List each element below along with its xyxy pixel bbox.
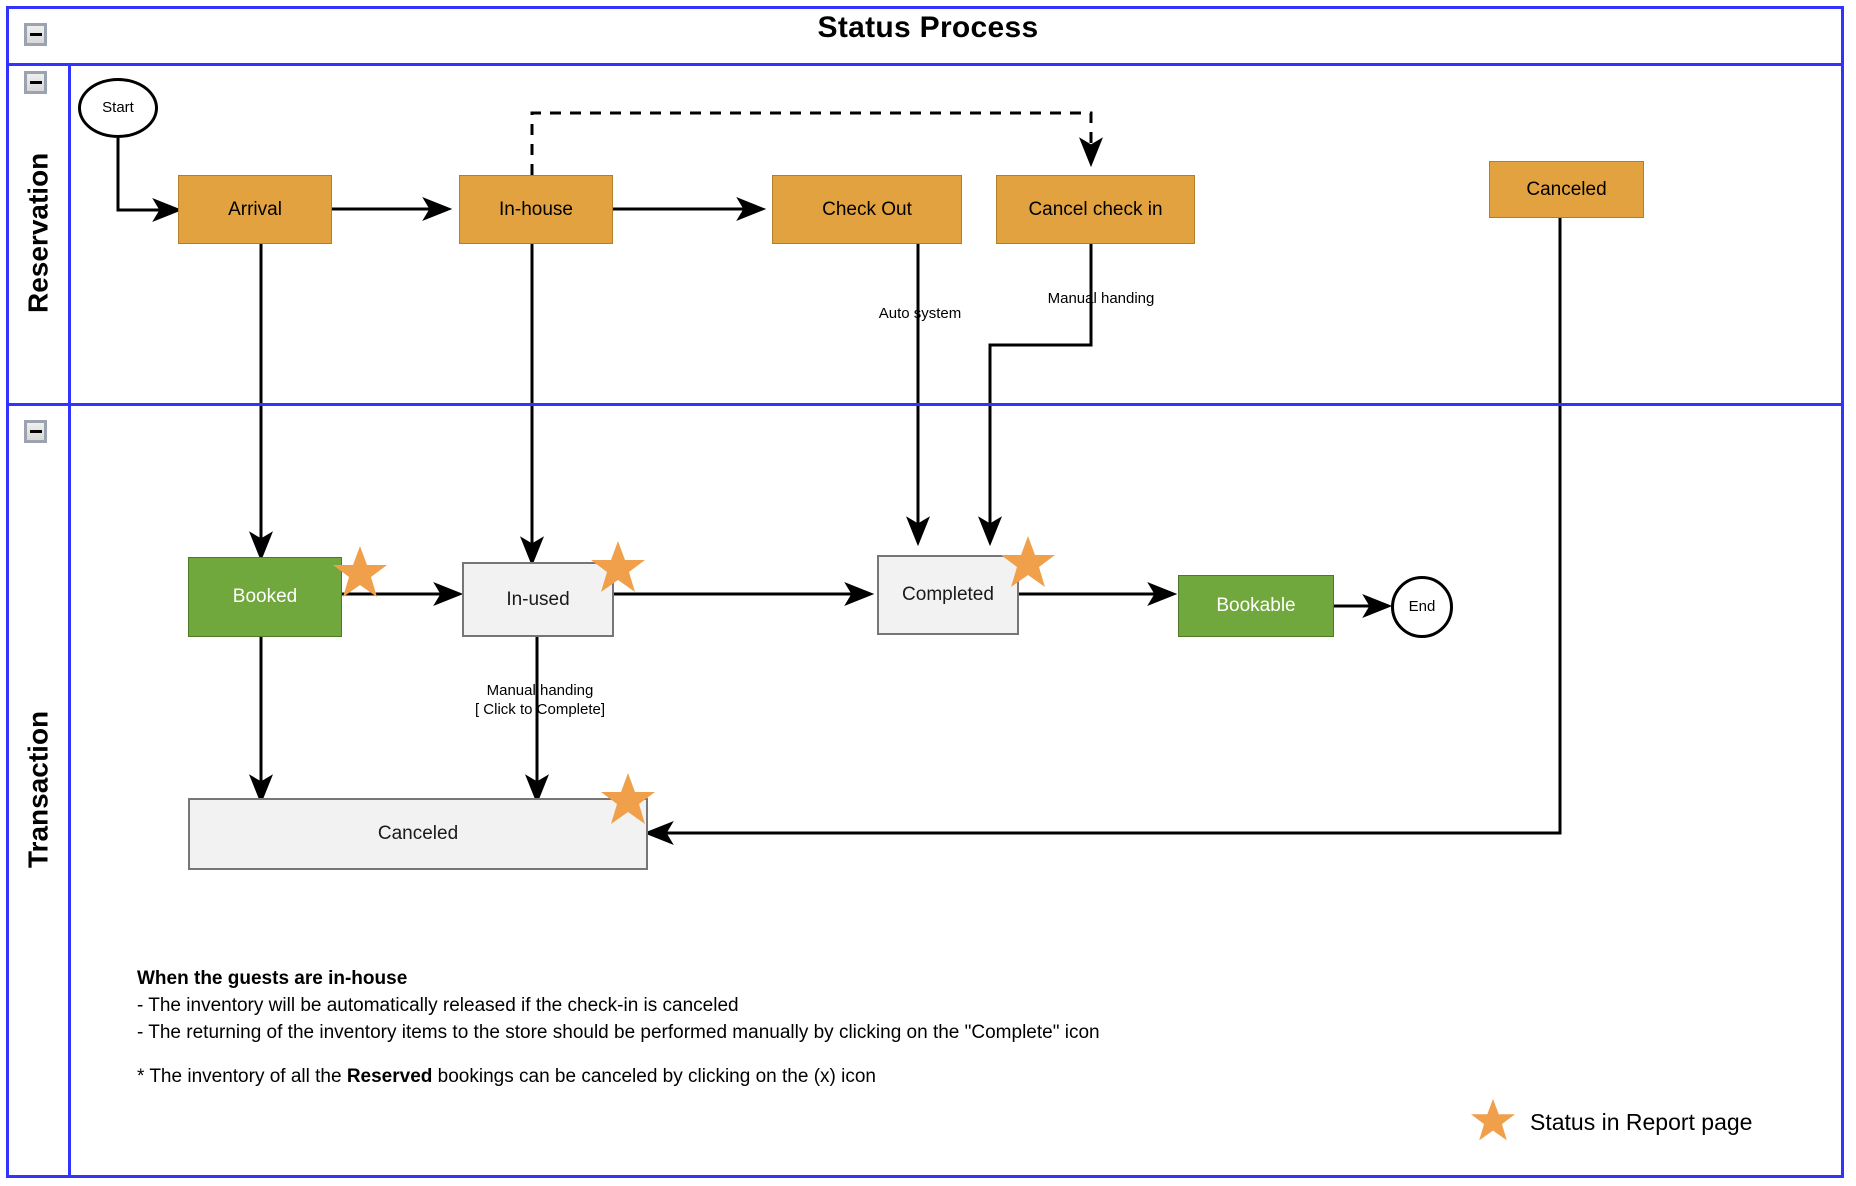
edge-label-auto-system: Auto system <box>878 305 962 322</box>
lane-label-reservation: Reservation <box>22 152 54 314</box>
lane-divider <box>9 403 1841 406</box>
node-in-used[interactable]: In-used <box>462 562 614 637</box>
edge-label-manual-handing: Manual handing <box>1047 290 1155 307</box>
minus-icon-reservation[interactable] <box>24 71 47 94</box>
legend-label: Status in Report page <box>1530 1109 1753 1135</box>
node-in-house[interactable]: In-house <box>459 175 613 244</box>
edge-label-manual-handing-complete-line2: [ Click to Complete] <box>474 700 606 718</box>
notes-footnote: * The inventory of all the Reserved book… <box>137 1064 1100 1091</box>
star-icon-legend <box>1470 1098 1516 1147</box>
edge-label-manual-handing-complete-line1: Manual handing <box>486 682 594 699</box>
notes-bullet-2: - The returning of the inventory items t… <box>137 1021 1100 1043</box>
minus-icon-pool[interactable] <box>24 23 47 46</box>
minus-icon-transaction[interactable] <box>24 420 47 443</box>
pool-frame: Reservation Transaction <box>6 6 1844 1178</box>
pool-header <box>9 9 1841 66</box>
lane-label-transaction: Transaction <box>22 710 54 868</box>
notes-footnote-after: bookings can be canceled by clicking on … <box>432 1065 876 1087</box>
lane-label-column: Reservation Transaction <box>9 66 71 1175</box>
legend: Status in Report page <box>1470 1098 1752 1147</box>
node-bookable[interactable]: Bookable <box>1178 575 1334 637</box>
node-arrival[interactable]: Arrival <box>178 175 332 244</box>
node-end[interactable]: End <box>1391 576 1453 638</box>
page-title: Status Process <box>817 11 1039 44</box>
node-booked[interactable]: Booked <box>188 557 342 637</box>
notes-bullet-1: - The inventory will be automatically re… <box>137 994 739 1016</box>
notes-footnote-bold: Reserved <box>346 1065 433 1087</box>
node-completed[interactable]: Completed <box>877 555 1019 635</box>
node-cancel-check-in[interactable]: Cancel check in <box>996 175 1195 244</box>
notes-footnote-before: * The inventory of all the <box>137 1065 347 1087</box>
node-reservation-canceled[interactable]: Canceled <box>1489 161 1644 218</box>
node-check-out[interactable]: Check Out <box>772 175 962 244</box>
notes-heading: When the guests are in-house <box>137 968 408 989</box>
notes-block: When the guests are in-house - The inven… <box>137 966 1100 1091</box>
node-start[interactable]: Start <box>78 78 158 138</box>
node-transaction-canceled[interactable]: Canceled <box>188 798 648 870</box>
